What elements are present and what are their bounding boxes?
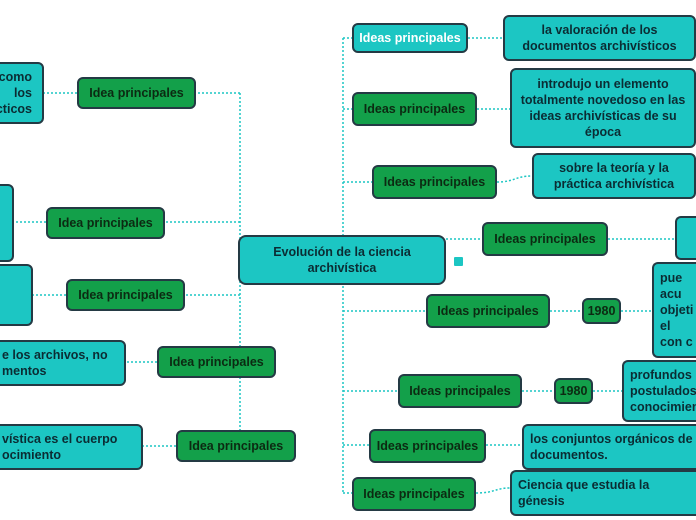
leaf-right-1[interactable]: la valoración de los documentos archivís… xyxy=(503,15,696,61)
leaf-label: introdujo un elemento totalmente novedos… xyxy=(520,77,686,139)
leaf-left-3[interactable] xyxy=(0,264,33,326)
branch-label: Idea principales xyxy=(169,355,264,369)
branch-left-2[interactable]: Idea principales xyxy=(46,207,165,239)
branch-right-1[interactable]: Ideas principales xyxy=(352,23,468,53)
leaf-right-3[interactable]: sobre la teoría y la práctica archivísti… xyxy=(532,153,696,199)
leaf-label: los conjuntos orgánicos de documentos. xyxy=(530,432,693,462)
year-label: 1980 xyxy=(587,304,616,318)
branch-label: Ideas principales xyxy=(363,487,465,501)
leaf-label: Ciencia que estudia la génesis xyxy=(518,478,650,508)
branch-label: Ideas principales xyxy=(359,31,461,45)
leaf-left-1[interactable]: como los cticos xyxy=(0,62,44,124)
branch-label: Ideas principales xyxy=(437,304,539,318)
year-badge-2[interactable]: 1980 xyxy=(554,378,593,404)
root-topic-label: Evolución de la ciencia archivística xyxy=(273,245,411,275)
leaf-right-6[interactable]: profundos postulados conocimien xyxy=(622,360,696,422)
branch-label: Ideas principales xyxy=(494,232,596,246)
leaf-label: profundos postulados conocimien xyxy=(630,368,696,414)
branch-label: Idea principales xyxy=(89,86,184,100)
leaf-right-5[interactable]: pue acu objeti el con c xyxy=(652,262,696,358)
leaf-right-2[interactable]: introdujo un elemento totalmente novedos… xyxy=(510,68,696,148)
branch-left-3[interactable]: Idea principales xyxy=(66,279,185,311)
leaf-left-5[interactable]: vística es el cuerpo ocimiento xyxy=(0,424,143,470)
leaf-label: sobre la teoría y la práctica archivísti… xyxy=(553,161,675,191)
branch-right-2[interactable]: Ideas principales xyxy=(352,92,477,126)
leaf-label: e los archivos, no mentos xyxy=(2,348,108,378)
branch-label: Ideas principales xyxy=(363,102,466,116)
branch-label: Ideas principales xyxy=(383,175,486,189)
leaf-label: vística es el cuerpo ocimiento xyxy=(2,432,118,462)
leaf-left-2[interactable] xyxy=(0,184,14,262)
leaf-right-8[interactable]: Ciencia que estudia la génesis xyxy=(510,470,696,516)
leaf-label: pue acu objeti el con c xyxy=(660,271,694,349)
branch-label: Idea principales xyxy=(188,439,284,453)
year-label: 1980 xyxy=(559,384,588,398)
branch-right-3[interactable]: Ideas principales xyxy=(372,165,497,199)
branch-right-8[interactable]: Ideas principales xyxy=(352,477,476,511)
leaf-left-4[interactable]: e los archivos, no mentos xyxy=(0,340,126,386)
year-badge-1[interactable]: 1980 xyxy=(582,298,621,324)
branch-right-6[interactable]: Ideas principales xyxy=(398,374,522,408)
root-topic[interactable]: Evolución de la ciencia archivística xyxy=(238,235,446,285)
leaf-right-7[interactable]: los conjuntos orgánicos de documentos. xyxy=(522,424,696,470)
leaf-right-4[interactable] xyxy=(675,216,696,260)
leaf-label: como los cticos xyxy=(0,70,32,116)
branch-right-5[interactable]: Ideas principales xyxy=(426,294,550,328)
branch-left-5[interactable]: Idea principales xyxy=(176,430,296,462)
leaf-label: la valoración de los documentos archivís… xyxy=(522,23,677,53)
branch-label: Ideas principales xyxy=(409,384,511,398)
branch-left-4[interactable]: Idea principales xyxy=(157,346,276,378)
branch-label: Idea principales xyxy=(58,216,153,230)
branch-right-7[interactable]: Ideas principales xyxy=(369,429,486,463)
branch-left-1[interactable]: Idea principales xyxy=(77,77,196,109)
branch-label: Ideas principales xyxy=(376,439,479,453)
notes-icon[interactable] xyxy=(453,256,464,267)
branch-label: Idea principales xyxy=(78,288,173,302)
branch-right-4[interactable]: Ideas principales xyxy=(482,222,608,256)
